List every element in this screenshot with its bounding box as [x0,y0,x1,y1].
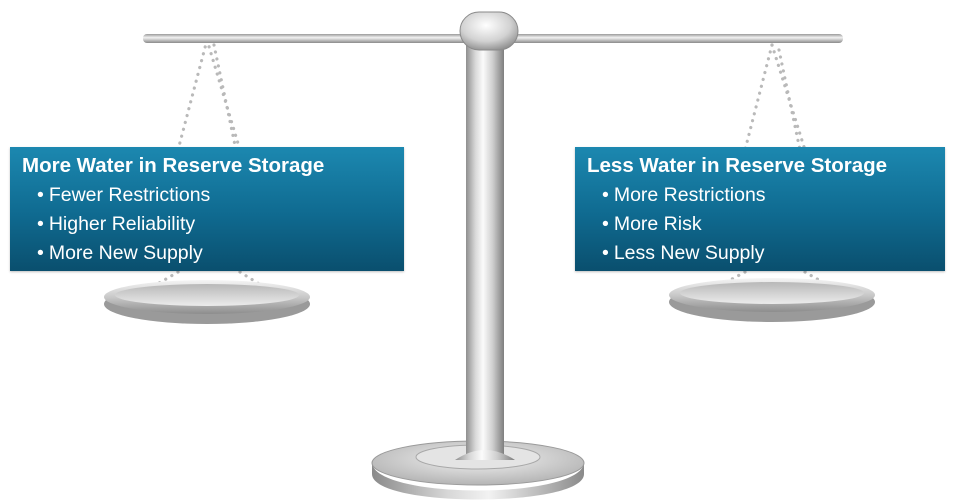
left-pan [104,280,310,324]
list-item: Higher Reliability [37,210,404,239]
left-info-panel: More Water in Reserve Storage Fewer Rest… [10,147,404,271]
list-item: Fewer Restrictions [37,181,404,210]
list-item: More New Supply [37,239,404,268]
pivot-knob [459,11,519,51]
scale-base [371,440,585,500]
right-panel-list: More Restrictions More Risk Less New Sup… [587,181,945,268]
left-panel-list: Fewer Restrictions Higher Reliability Mo… [22,181,404,268]
right-panel-title: Less Water in Reserve Storage [587,154,888,177]
right-info-panel: Less Water in Reserve Storage More Restr… [575,147,945,271]
right-pan [669,278,875,322]
list-item: Less New Supply [602,239,945,268]
scale-pillar [455,40,515,460]
list-item: More Risk [602,210,945,239]
left-panel-title: More Water in Reserve Storage [22,154,325,177]
list-item: More Restrictions [602,181,945,210]
